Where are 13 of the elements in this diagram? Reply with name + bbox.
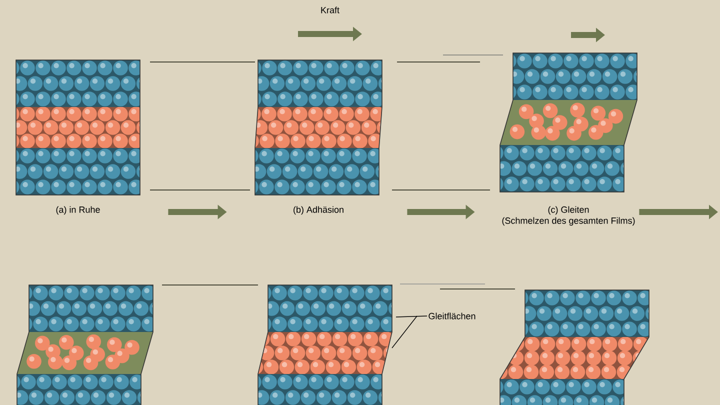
leader-line bbox=[396, 316, 428, 318]
leader-line bbox=[392, 316, 418, 348]
particle-layer-drawing bbox=[16, 60, 140, 196]
node-label: (b) Adhäsion bbox=[294, 206, 344, 215]
particle-layer-drawing bbox=[16, 284, 154, 405]
node-label: (a) in Ruhe bbox=[56, 206, 100, 215]
node-label: (c) Gleiten (Schmelzen des gesamten Films) bbox=[502, 206, 635, 226]
force-label: Kraft bbox=[321, 6, 340, 14]
particle-layer-drawing bbox=[500, 52, 638, 192]
particle-layer-drawing bbox=[254, 60, 382, 196]
particle-layer-drawing bbox=[258, 284, 392, 405]
callout-label: Gleitflächen bbox=[428, 312, 476, 320]
particle-layer-drawing bbox=[500, 290, 650, 405]
